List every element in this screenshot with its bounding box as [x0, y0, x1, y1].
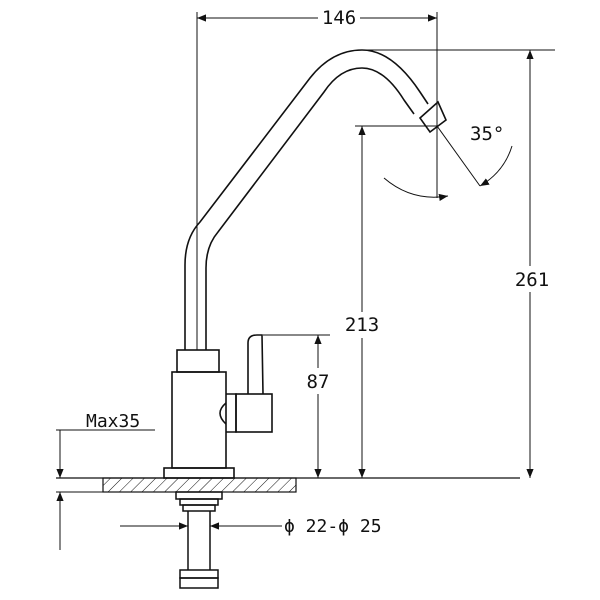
faucet-body [163, 334, 273, 479]
dimension-label-213: 213 [345, 314, 379, 336]
dimension-label-146: 146 [322, 7, 356, 29]
dimension-height-261: 261 [362, 49, 555, 478]
dimension-hole-diameter: ϕ 22-ϕ 25 [120, 516, 382, 537]
dimension-width-146: 146 [196, 4, 438, 350]
dimension-max-thickness: Max35 [56, 411, 176, 550]
dimension-label-87: 87 [307, 371, 330, 393]
dimension-label-261: 261 [515, 269, 549, 291]
dimension-label-max35: Max35 [86, 411, 140, 432]
dimension-label-diameter: ϕ 22-ϕ 25 [284, 516, 382, 537]
faucet-spout [184, 49, 447, 350]
dimension-label-angle: 35° [470, 123, 504, 145]
inlet-shank [175, 491, 223, 589]
countertop-slab [56, 477, 520, 493]
dimension-height-213: 213 [342, 125, 437, 478]
dimension-height-87: 87 [263, 334, 338, 478]
dimension-angle-35: 35° [383, 123, 513, 202]
